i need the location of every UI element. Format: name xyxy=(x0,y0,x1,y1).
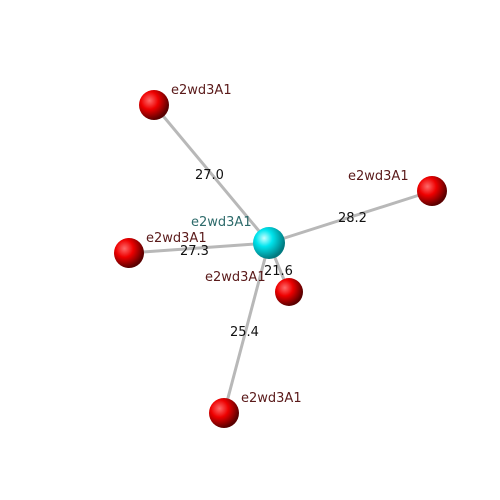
neighbor-atom-label: e2wd3A1 xyxy=(146,231,207,246)
neighbor-atom xyxy=(139,90,169,120)
distance-label: 27.3 xyxy=(180,244,209,259)
neighbor-atom-label: e2wd3A1 xyxy=(205,270,266,285)
neighbor-atom-label: e2wd3A1 xyxy=(171,83,232,98)
neighbor-atom-label: e2wd3A1 xyxy=(241,391,302,406)
distance-label: 27.0 xyxy=(195,168,224,183)
bond-line xyxy=(127,241,271,255)
distance-label: 28.2 xyxy=(338,211,367,226)
labels: e2wd3A1 e2wd3A1 e2wd3A1 e2wd3A1 e2wd3A1 … xyxy=(146,83,409,406)
neighbor-atom xyxy=(417,176,447,206)
bond-lines xyxy=(127,103,434,415)
bond-line xyxy=(152,103,271,245)
center-atom-label: e2wd3A1 xyxy=(191,215,252,230)
distance-label: 25.4 xyxy=(230,325,259,340)
bond-line xyxy=(267,189,434,245)
bond-line xyxy=(222,241,271,415)
center-atom xyxy=(253,227,285,259)
neighbor-atom-label: e2wd3A1 xyxy=(348,169,409,184)
atoms xyxy=(114,90,447,428)
neighbor-atom xyxy=(275,278,303,306)
distance-label: 21.6 xyxy=(264,264,293,279)
neighbor-atom xyxy=(114,238,144,268)
neighbor-atom xyxy=(209,398,239,428)
